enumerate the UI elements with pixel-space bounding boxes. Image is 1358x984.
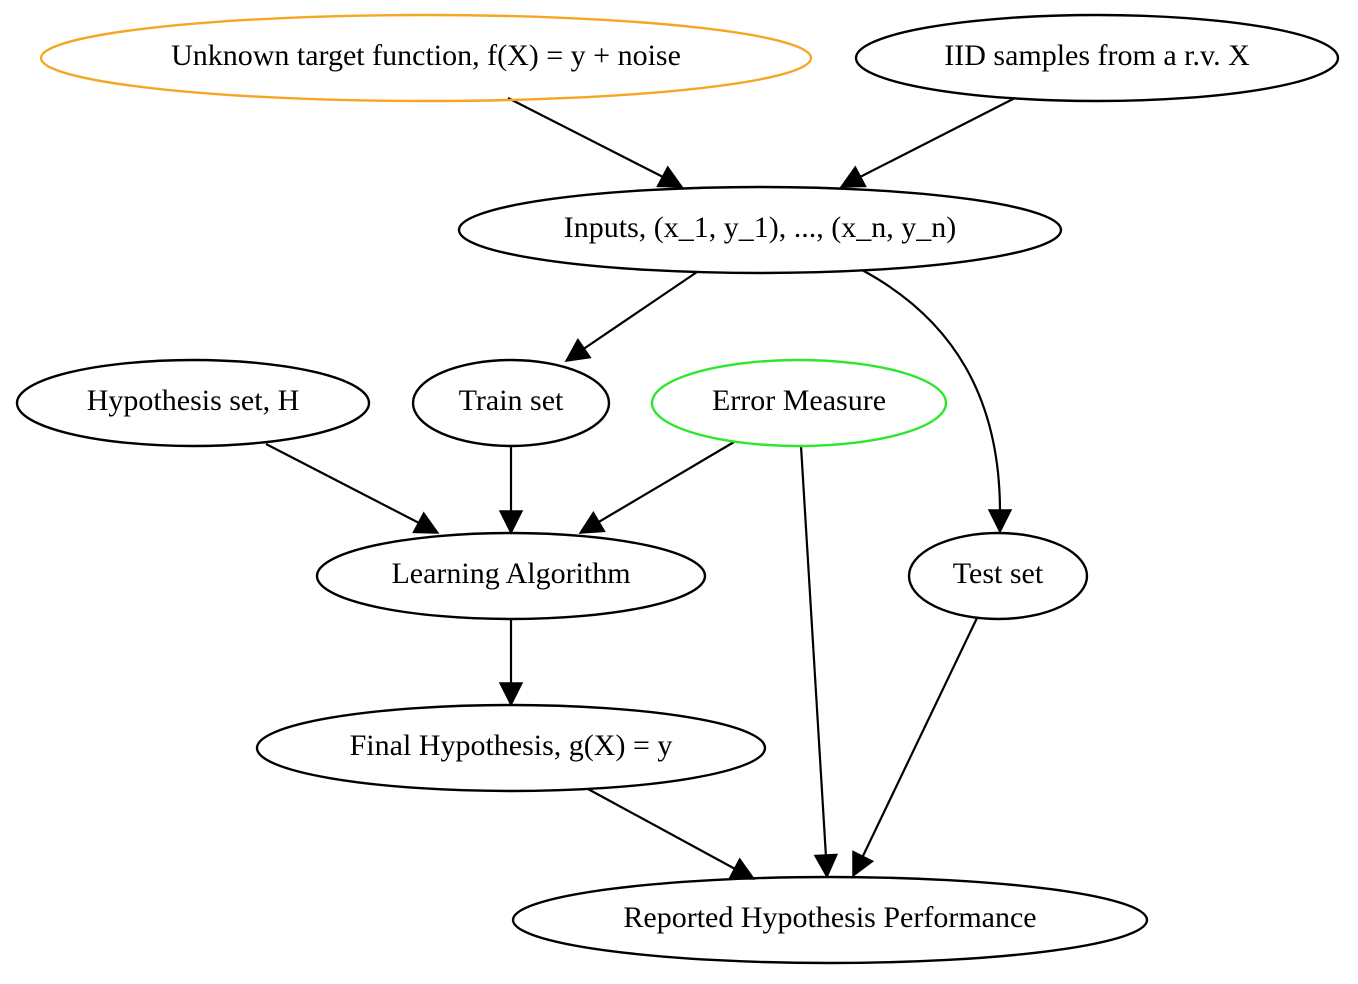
node-train-set-shape (411, 358, 611, 448)
arrowhead (498, 510, 524, 535)
edge-train-to-learn (498, 446, 524, 535)
node-error-measure-label: Error Measure (712, 384, 886, 417)
arrowhead (987, 509, 1013, 534)
node-inputs-label: Inputs, (x_1, y_1), ..., (x_n, y_n) (564, 211, 956, 244)
node-iid-shape (854, 13, 1340, 103)
edge-line (857, 97, 1016, 179)
node-reported-performance-shape (511, 875, 1149, 965)
edge-learn-to-final (498, 619, 524, 707)
edge-iid-to-inputs (839, 97, 1016, 188)
node-hypothesis-set-label: Hypothesis set, H (87, 384, 300, 417)
node-hypothesis-set: Hypothesis set, H (15, 358, 371, 448)
node-target-shape (39, 13, 813, 103)
node-error-measure: Error Measure (650, 358, 948, 448)
edge-line (581, 271, 698, 351)
node-test-set-shape (907, 531, 1089, 621)
node-learning-algorithm-shape (315, 531, 707, 621)
node-iid: IID samples from a r.v. X (854, 13, 1340, 103)
arrowhead (412, 511, 440, 534)
arrowhead (813, 853, 839, 879)
edge-test-to-report (852, 617, 978, 878)
node-reported-performance: Reported Hypothesis Performance (511, 875, 1149, 965)
node-learning-algorithm: Learning Algorithm (315, 531, 707, 621)
edges-layer (265, 97, 1016, 880)
arrowhead (839, 165, 867, 188)
node-train-set-label: Train set (459, 384, 564, 417)
edge-error-to-learn (578, 441, 735, 534)
arrowhead (852, 850, 875, 878)
edge-line (861, 269, 1002, 513)
edge-line (861, 617, 978, 859)
arrowhead (578, 510, 606, 534)
nodes-layer: Unknown target function, f(X) = y + nois… (15, 13, 1340, 965)
edge-line (507, 97, 666, 179)
edge-inputs-to-test (861, 269, 1013, 534)
node-test-set: Test set (907, 531, 1089, 621)
edge-final-to-report (587, 788, 756, 880)
node-error-measure-shape (650, 358, 948, 448)
edge-target-to-inputs (507, 97, 684, 188)
node-target: Unknown target function, f(X) = y + nois… (39, 13, 813, 103)
edge-error-to-report (799, 445, 839, 879)
node-final-hypothesis: Final Hypothesis, g(X) = y (255, 703, 767, 793)
arrowhead (498, 682, 524, 707)
edge-hypset-to-learn (265, 443, 440, 534)
arrowhead (564, 338, 592, 362)
node-final-hypothesis-label: Final Hypothesis, g(X) = y (350, 729, 673, 762)
node-target-label: Unknown target function, f(X) = y + nois… (171, 39, 681, 72)
edge-line (587, 788, 738, 871)
node-inputs-shape (457, 185, 1063, 275)
arrowhead (656, 165, 684, 188)
node-test-set-label: Test set (953, 557, 1044, 590)
node-train-set: Train set (411, 358, 611, 448)
node-reported-performance-label: Reported Hypothesis Performance (623, 901, 1036, 934)
edge-line (265, 443, 422, 525)
node-learning-algorithm-label: Learning Algorithm (391, 557, 630, 590)
node-final-hypothesis-shape (255, 703, 767, 793)
node-inputs: Inputs, (x_1, y_1), ..., (x_n, y_n) (457, 185, 1063, 275)
edge-line (596, 441, 735, 524)
edge-line (799, 445, 828, 858)
node-iid-label: IID samples from a r.v. X (944, 39, 1250, 72)
node-hypothesis-set-shape (15, 358, 371, 448)
edge-inputs-to-train (564, 271, 698, 362)
